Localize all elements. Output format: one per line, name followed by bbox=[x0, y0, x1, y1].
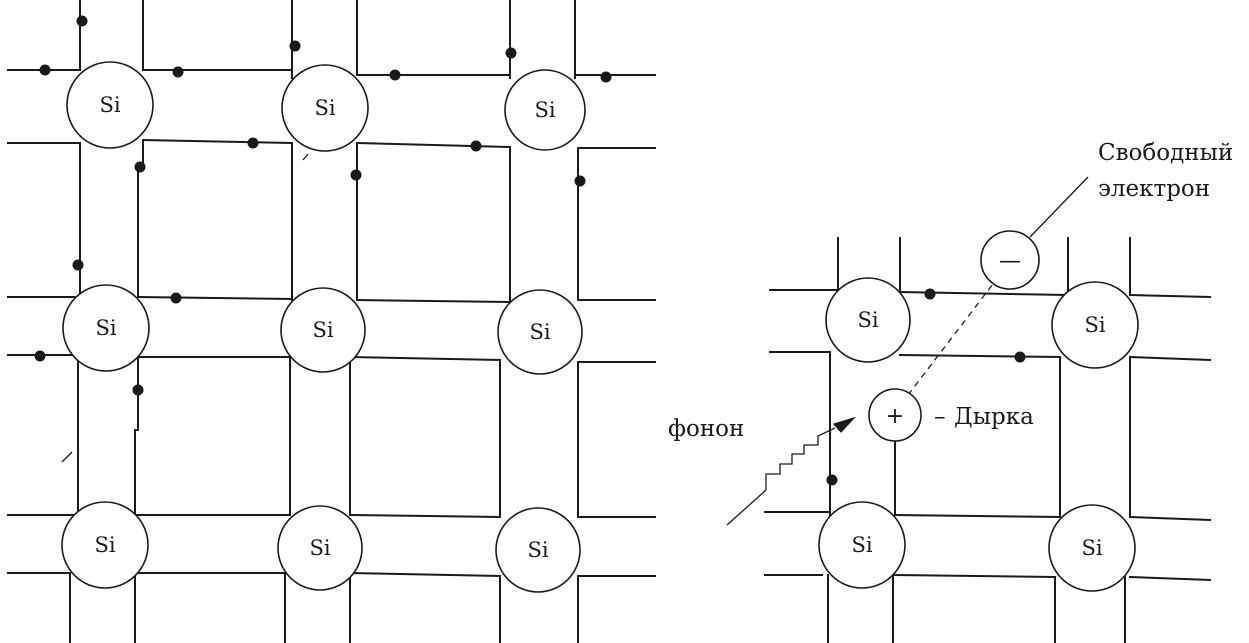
phonon-arrow-icon bbox=[726, 416, 856, 526]
bond bbox=[898, 353, 1062, 359]
free-electron-leader bbox=[1029, 176, 1089, 238]
si-atom: Si bbox=[495, 507, 581, 593]
valence-electron bbox=[389, 69, 401, 81]
si-atom: Si bbox=[280, 287, 366, 373]
valence-electron bbox=[1014, 351, 1026, 363]
bond bbox=[348, 513, 502, 519]
free-electron-label-line2: электрон bbox=[1098, 176, 1210, 202]
si-atom: Si bbox=[1051, 281, 1139, 369]
bond bbox=[1128, 575, 1212, 582]
hole-dash: – bbox=[934, 404, 946, 430]
valence-electron bbox=[170, 292, 182, 304]
bond bbox=[141, 138, 293, 301]
bond bbox=[355, 141, 511, 301]
si-atom: Si bbox=[818, 501, 906, 589]
valence-electron bbox=[34, 350, 46, 362]
valence-electron bbox=[247, 137, 259, 149]
electron-trajectory bbox=[907, 279, 997, 396]
minus-sign-icon: — bbox=[999, 249, 1021, 274]
si-label: Si bbox=[857, 308, 878, 332]
bond bbox=[893, 573, 1057, 579]
bond bbox=[1128, 293, 1212, 299]
si-atom: Si bbox=[497, 289, 583, 375]
si-atom: Si bbox=[62, 284, 150, 372]
si-label: Si bbox=[312, 318, 333, 342]
si-label: Si bbox=[527, 538, 548, 562]
plus-sign-icon: + bbox=[886, 404, 904, 429]
valence-electron bbox=[39, 64, 51, 76]
free-electron: — bbox=[980, 230, 1040, 290]
bond bbox=[348, 355, 502, 362]
scan-mark bbox=[302, 153, 309, 161]
si-atom: Si bbox=[277, 505, 363, 591]
valence-electron bbox=[924, 288, 936, 300]
free-electron-label-line1: Свободный bbox=[1098, 140, 1233, 166]
bond bbox=[1128, 515, 1212, 522]
si-atom: Si bbox=[61, 501, 149, 589]
si-label: Si bbox=[95, 316, 116, 340]
si-label: Si bbox=[1084, 313, 1105, 337]
bond bbox=[7, 142, 81, 301]
right-lattice-atoms: Si Si Si Si bbox=[818, 277, 1139, 592]
bond bbox=[356, 69, 511, 79]
bond bbox=[355, 298, 512, 304]
valence-electron bbox=[826, 474, 838, 486]
si-atom: Si bbox=[825, 277, 911, 363]
si-atom: Si bbox=[281, 64, 369, 152]
valence-electron bbox=[350, 169, 362, 181]
valence-electron bbox=[134, 161, 146, 173]
left-lattice-atoms: Si Si Si Si Si Si Si Si bbox=[61, 61, 586, 593]
si-label: Si bbox=[94, 533, 115, 557]
bond bbox=[134, 356, 139, 516]
si-label: Si bbox=[314, 96, 335, 120]
valence-electron bbox=[76, 15, 88, 27]
valence-electron bbox=[574, 175, 586, 187]
scan-mark bbox=[61, 451, 73, 463]
bond bbox=[893, 513, 1062, 519]
si-atom: Si bbox=[504, 69, 586, 151]
si-label: Si bbox=[1081, 536, 1102, 560]
si-atom: Si bbox=[1048, 504, 1136, 592]
valence-electron bbox=[505, 47, 517, 59]
bond bbox=[142, 69, 293, 79]
bond bbox=[348, 571, 502, 578]
si-atom: Si bbox=[66, 61, 154, 149]
phonon-label: фонон bbox=[668, 416, 744, 442]
si-label: Si bbox=[529, 320, 550, 344]
si-label: Si bbox=[309, 536, 330, 560]
si-label: Si bbox=[851, 533, 872, 557]
valence-electron bbox=[289, 40, 301, 52]
si-label: Si bbox=[99, 93, 120, 117]
valence-electron bbox=[72, 259, 84, 271]
right-lattice-bonds bbox=[764, 237, 1212, 643]
free-electron-pair: — + – Дырка Свободный электрон фонон bbox=[668, 140, 1233, 526]
bond bbox=[136, 295, 294, 301]
valence-electron bbox=[132, 384, 144, 396]
bond bbox=[1128, 355, 1212, 362]
hole-label: Дырка bbox=[954, 404, 1034, 430]
valence-electron bbox=[172, 66, 184, 78]
left-lattice-electrons bbox=[34, 15, 612, 396]
valence-electron bbox=[600, 71, 612, 83]
valence-electron bbox=[470, 140, 482, 152]
si-label: Si bbox=[534, 98, 555, 122]
right-lattice-electrons bbox=[826, 288, 1026, 486]
hole: + bbox=[868, 388, 922, 442]
